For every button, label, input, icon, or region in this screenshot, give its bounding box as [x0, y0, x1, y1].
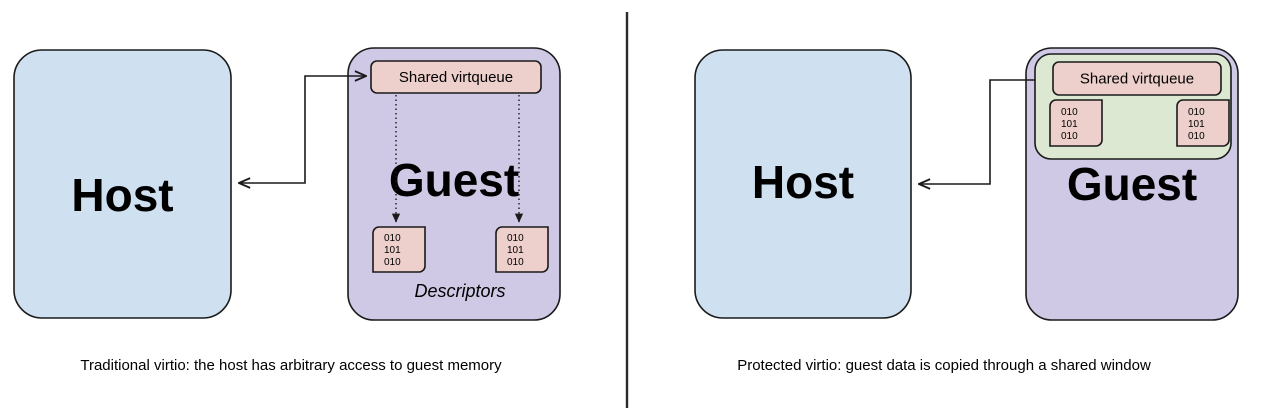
virtqueue-box-protected[interactable]: Shared virtqueue: [1052, 61, 1222, 96]
descriptor-bits-line: 010: [1188, 131, 1205, 142]
descriptor-box[interactable]: 010 101 010: [1049, 99, 1103, 147]
host-box-traditional[interactable]: Host: [13, 49, 232, 319]
descriptor-bits-line: 010: [1061, 131, 1078, 142]
descriptor-bits-line: 010: [384, 257, 401, 268]
virtqueue-box-traditional[interactable]: Shared virtqueue: [370, 60, 542, 94]
descriptor-bits-line: 101: [1188, 119, 1205, 130]
host-box-shape: [694, 49, 912, 319]
guest-label: Guest: [389, 154, 519, 206]
descriptor-bits-line: 101: [1061, 119, 1078, 130]
panel-caption-traditional: Traditional virtio: the host has arbitra…: [80, 357, 502, 374]
host-box-protected[interactable]: Host: [694, 49, 912, 319]
guest-label: Guest: [1067, 158, 1197, 210]
panel-protected: Host Guest Shared virtqueue 010 101 0: [694, 47, 1239, 374]
virtqueue-shape: [1052, 61, 1222, 96]
descriptor-bits-line: 010: [507, 233, 524, 244]
descriptor-box[interactable]: 010 101 010: [495, 226, 549, 273]
descriptor-bits-line: 101: [507, 245, 524, 256]
host-box-shape: [13, 49, 232, 319]
descriptor-bits-line: 010: [384, 233, 401, 244]
descriptor-shape: [1049, 99, 1103, 147]
descriptor-box[interactable]: 010 101 010: [1176, 99, 1230, 147]
virtqueue-label: Shared virtqueue: [399, 69, 513, 86]
virtqueue-shape: [370, 60, 542, 94]
panel-caption-protected: Protected virtio: guest data is copied t…: [737, 357, 1151, 374]
host-guest-connector-protected: [919, 80, 1048, 184]
descriptor-box[interactable]: 010 101 010: [372, 226, 426, 273]
host-label: Host: [71, 169, 173, 221]
descriptors-caption: Descriptors: [414, 281, 505, 301]
virtqueue-label: Shared virtqueue: [1080, 70, 1194, 87]
descriptor-bits-line: 101: [384, 245, 401, 256]
descriptor-shape: [495, 226, 549, 273]
descriptor-bits-line: 010: [1061, 107, 1078, 118]
panel-traditional: Host Guest Shared virtqueue 010 101: [13, 47, 561, 374]
descriptor-bits-line: 010: [1188, 107, 1205, 118]
descriptor-shape: [1176, 99, 1230, 147]
host-guest-connector-traditional: [239, 76, 366, 183]
descriptor-shape: [372, 226, 426, 273]
descriptor-bits-line: 010: [507, 257, 524, 268]
host-label: Host: [752, 156, 854, 208]
